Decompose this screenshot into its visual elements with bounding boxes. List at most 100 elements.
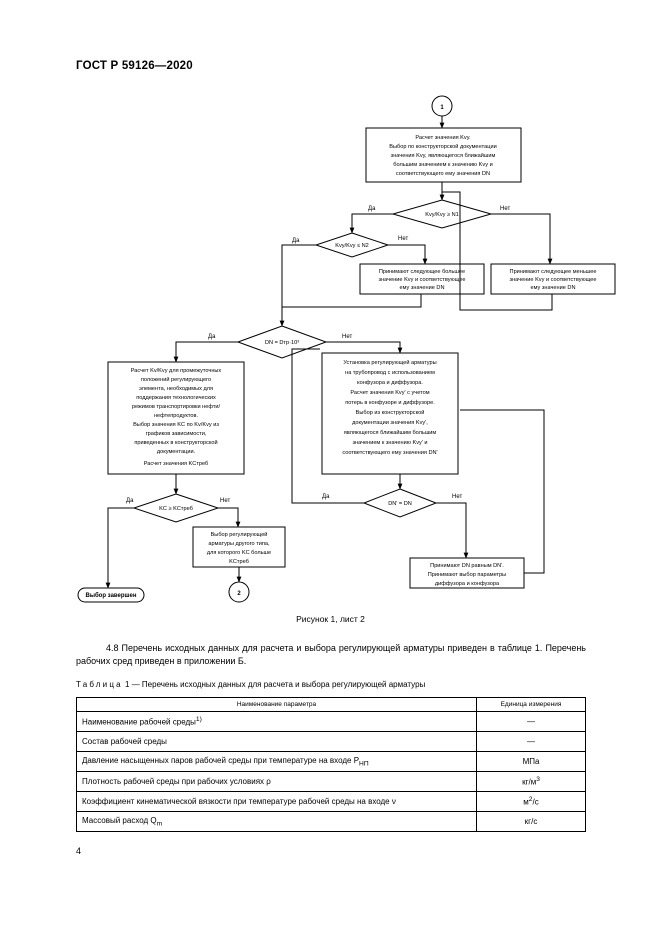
flowchart: 1 2 Расчет значения Kvy. Выбор по констр… [77,95,616,603]
text-line: элемента, необходимых для [139,386,213,392]
table-caption-number: 1 [125,680,130,689]
connector-bottom-label: 2 [237,591,241,597]
decision-kc-text: KC ≥ KCтреб [159,506,193,512]
parameters-table: Наименование параметра Единица измерения… [76,697,586,832]
table-row: Массовый расход Qm кг/с [76,811,586,832]
text-line: режимов транспортировки нефти/ [132,404,221,410]
text-line: нефтепродуктов. [154,413,199,419]
decision-dn-text: DN = Dтр·10³ [265,340,299,346]
cell-unit: — [476,711,586,732]
cell-name-text: Наименование рабочей среды [82,717,196,727]
text-line: Расчет Kv/Kvy для промежуточных [131,368,222,374]
subscript: m [156,820,163,828]
box-next-bigger [359,263,485,295]
text-line: значением к значению Kvy' и [352,440,427,446]
text-line: большим значением к значению Kvy и [393,162,492,168]
paragraph-number: 4.8 [106,643,119,653]
label-yes: Да [292,238,300,244]
column-header-name: Наименование параметра [76,697,477,712]
text-line: Выбор по конструкторской документации [389,143,496,150]
box-next-smaller [490,263,616,295]
text-line: ему значение DN [531,285,576,291]
cell-name: Давление насыщенных паров рабочей среды … [76,751,477,772]
label-no: Нет [452,494,462,500]
cell-unit: кг/м3 [476,771,586,792]
figure-caption: Рисунок 1, лист 2 [296,614,365,624]
text-line: Выбор значения KC по Kv/Kvy из [133,422,219,428]
text-line: Установка регулирующей арматуры [343,359,436,366]
table-header-row: Наименование параметра Единица измерения [76,697,586,712]
text-line: конфузора и диффузора. [357,380,423,386]
label-no: Нет [398,236,408,242]
text-line: Расчет значения Kvy' с учетом [350,390,429,396]
text-line: документации значения Kvy', [352,420,428,426]
text-line: диффузора и конфузора [435,581,500,587]
box-calc-kvy [365,127,522,183]
decision-kvy-n2-text: Kvy/Kvy ≤ N2 [335,243,369,249]
text-line: Расчет значения Kvy. [415,135,471,141]
document-header: ГОСТ Р 59126—2020 [76,60,193,72]
table-caption: Таблица 1 — Перечень исходных данных для… [76,680,425,689]
text-line: поддержания технологических [136,395,216,401]
text-line: для которого KC больше [207,550,271,556]
table-row: Коэффициент кинематической вязкости при … [76,791,586,812]
label-yes: Да [368,206,376,212]
unit-superscript: 2 [528,796,533,804]
connector-top-label: 1 [440,105,444,111]
box-accept [409,557,525,589]
unit-text: м [523,797,529,807]
paragraph-text: Перечень исходных данных для расчета и в… [76,643,586,666]
unit-tail: /с [532,797,539,807]
decision-kvy-ratio-text: Kvy/Kvy ≥ N1 [425,212,459,218]
cell-name: Наименование рабочей среды1) [76,711,477,732]
cell-unit: — [476,731,586,752]
decision-kvy-ratio [391,199,493,229]
cell-name: Коэффициент кинематической вязкости при … [76,791,477,812]
text-line: значение Kvy и соответствующее [379,277,466,283]
unit-superscript: 3 [536,776,540,784]
text-line: Принимают следующее большее [379,269,465,275]
subscript: НП [359,760,369,768]
text-line: соответствующего ему значения DN [396,171,490,177]
decision-dn [236,325,328,359]
footnote-mark: 1) [195,716,202,724]
text-line: Выбор из конструкторской [356,409,425,416]
box-install [321,352,459,475]
unit-text: кг/м [522,777,537,787]
box-other-type [192,526,286,568]
table-caption-text: — Перечень исходных данных для расчета и… [131,680,426,689]
label-no: Нет [342,334,352,340]
cell-name: Плотность рабочей среды при рабочих усло… [76,771,477,792]
text-line: значение Kvy и соответствующее [510,277,597,283]
cell-unit: м2/с [476,791,586,812]
page-number: 4 [76,846,82,856]
text-line: ему значение DN [400,285,445,291]
decision-kc [132,493,220,523]
text-line: приведенных в конструкторской [134,439,217,446]
text-line: положений регулирующего [141,376,211,383]
paragraph-4-8: 4.8 Перечень исходных данных для расчета… [76,642,586,668]
table-row: Давление насыщенных паров рабочей среды … [76,751,586,772]
text-line: потерь в конфузоре и диффузоре. [345,400,435,406]
text-line: соответствующего ему значения DN' [342,450,437,456]
cell-unit: кг/с [476,811,586,832]
label-yes: Да [208,334,216,340]
label-yes: Да [322,494,330,500]
decision-dn2-text: DN' = DN [388,501,412,507]
text-line: являющегося ближайшим большим [344,429,437,436]
label-no: Нет [220,498,230,504]
box-calc-kc [107,361,245,475]
label-yes: Да [126,498,134,504]
box-select-done [77,587,145,603]
text-line: значения Kvy, являющегося ближайшим [391,152,496,159]
column-header-unit: Единица измерения [476,697,586,712]
text-line: арматуры другого типа, [208,541,270,547]
cell-name: Состав рабочей среды [76,731,477,752]
cell-name: Массовый расход Qm [76,811,477,832]
text-line: документации. [157,449,196,455]
text-line: Выбор регулирующей [211,531,268,538]
table-row: Плотность рабочей среды при рабочих усло… [76,771,586,792]
cell-name-text: Массовый расход Q [82,815,157,825]
text-line: на трубопровод с использованием [345,370,435,376]
cell-unit: МПа [476,751,586,772]
